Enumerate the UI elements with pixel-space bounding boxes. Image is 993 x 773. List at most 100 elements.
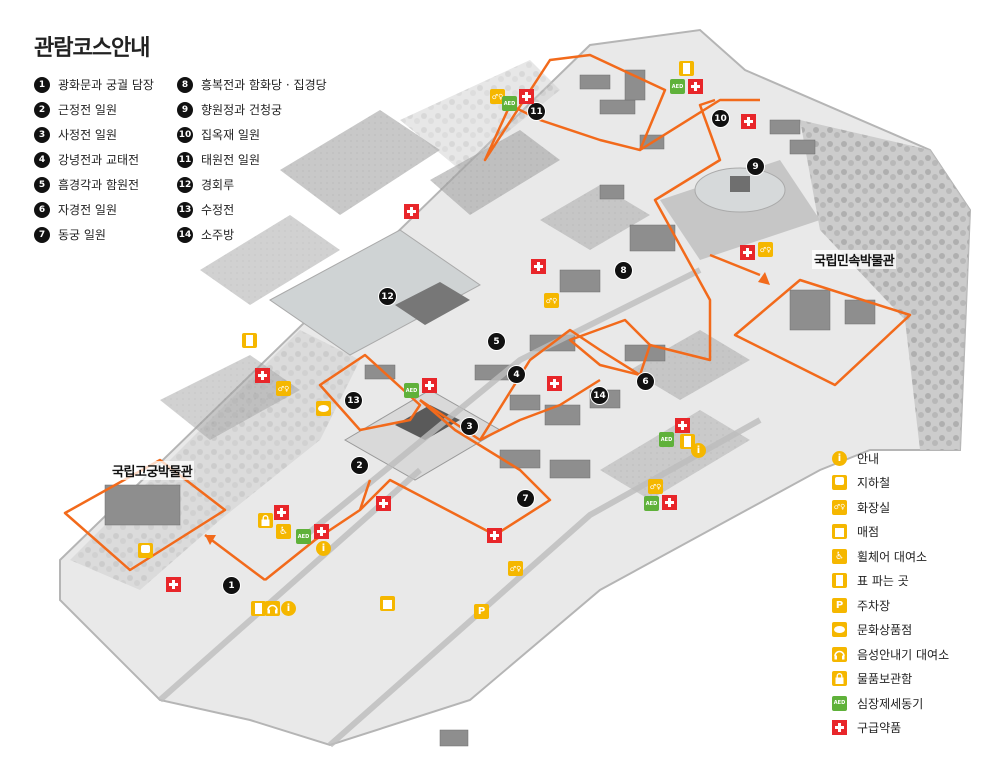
restroom-icon[interactable]: ♂♀ xyxy=(490,89,505,104)
legend-item: 매점 xyxy=(832,520,982,545)
route-to-folk xyxy=(649,98,722,362)
aed-icon[interactable]: AED xyxy=(659,432,674,447)
legend-label: 휠체어 대여소 xyxy=(857,549,928,564)
building-heungbok-2 xyxy=(629,224,676,252)
palace-museum-label[interactable]: 국립고궁박물관 xyxy=(110,461,195,480)
locker-icon[interactable] xyxy=(258,513,273,528)
map-marker-14[interactable]: 14 xyxy=(590,386,609,405)
building-folk-museum-2 xyxy=(844,299,876,325)
wheelchair-icon[interactable]: ♿ xyxy=(276,524,291,539)
first-aid-icon[interactable] xyxy=(376,496,391,511)
building-taewonjeon-1 xyxy=(579,74,611,90)
geunjeongjeon-hall xyxy=(395,405,460,440)
first-aid-icon[interactable] xyxy=(740,245,755,260)
parking-icon[interactable]: P xyxy=(474,604,489,619)
legend-label: 문화상품점 xyxy=(857,623,913,638)
first-aid-icon[interactable] xyxy=(688,79,703,94)
map-marker-8[interactable]: 8 xyxy=(614,261,633,280)
restroom-icon[interactable]: ♂♀ xyxy=(544,293,559,308)
aed-icon[interactable]: AED xyxy=(296,529,311,544)
aed-icon[interactable]: AED xyxy=(670,79,685,94)
aed-glyph: AED xyxy=(297,533,310,540)
aed-glyph: AED xyxy=(405,387,418,394)
lawn-3 xyxy=(430,130,560,215)
gift-shop-icon[interactable] xyxy=(316,401,331,416)
aed-icon[interactable]: AED xyxy=(404,383,419,398)
route-heungbok xyxy=(568,318,652,377)
restroom-icon[interactable]: ♂♀ xyxy=(276,381,291,396)
course-label: 흥복전과 함화당 · 집경당 xyxy=(201,78,327,92)
map-marker-6[interactable]: 6 xyxy=(636,372,655,391)
first-aid-icon[interactable] xyxy=(255,368,270,383)
shop-icon[interactable] xyxy=(380,596,395,611)
map-marker-7[interactable]: 7 xyxy=(516,489,535,508)
map-marker-4[interactable]: 4 xyxy=(507,365,526,384)
shop-icon xyxy=(832,524,847,540)
subway-icon[interactable] xyxy=(138,543,153,558)
ticket-icon[interactable] xyxy=(251,601,266,616)
course-number: 4 xyxy=(34,151,50,168)
legend-item: 지하철 xyxy=(832,471,982,496)
info-icon[interactable]: i xyxy=(281,601,296,616)
aed-icon[interactable]: AED xyxy=(502,96,517,111)
folk-museum-label[interactable]: 국립민속박물관 xyxy=(812,250,897,269)
first-aid-icon[interactable] xyxy=(314,524,329,539)
course-number: 10 xyxy=(177,126,193,143)
ticket-icon[interactable] xyxy=(679,61,694,76)
map-marker-3[interactable]: 3 xyxy=(460,417,479,436)
info-glyph: i xyxy=(696,445,701,456)
map-marker-13[interactable]: 13 xyxy=(344,391,363,410)
route-arrow-folk xyxy=(758,272,770,285)
course-label: 태원전 일원 xyxy=(201,153,261,167)
map-marker-1[interactable]: 1 xyxy=(222,576,241,595)
first-aid-icon[interactable] xyxy=(166,577,181,592)
map-marker-5[interactable]: 5 xyxy=(487,332,506,351)
first-aid-icon[interactable] xyxy=(404,204,419,219)
first-aid-icon[interactable] xyxy=(274,505,289,520)
building-donggung-2 xyxy=(549,459,591,479)
info-icon[interactable]: i xyxy=(316,541,331,556)
map-marker-9[interactable]: 9 xyxy=(746,157,765,176)
east-woods xyxy=(800,120,970,450)
ticket-icon[interactable] xyxy=(680,434,695,449)
first-aid-icon[interactable] xyxy=(547,376,562,391)
parking-glyph: P xyxy=(835,599,844,611)
first-aid-icon[interactable] xyxy=(487,528,502,543)
map-marker-2[interactable]: 2 xyxy=(350,456,369,475)
restroom-icon[interactable]: ♂♀ xyxy=(508,561,523,576)
audio-guide-icon[interactable] xyxy=(265,601,280,616)
info-glyph: i xyxy=(837,452,842,464)
gyeonghoeru-pond xyxy=(269,229,481,356)
restroom-icon[interactable]: ♂♀ xyxy=(648,479,663,494)
ticket-icon[interactable] xyxy=(242,333,257,348)
info-icon[interactable]: i xyxy=(691,443,706,458)
map-marker-10[interactable]: 10 xyxy=(711,109,730,128)
info-glyph: i xyxy=(321,543,326,554)
course-number: 12 xyxy=(177,176,193,193)
map-marker-11[interactable]: 11 xyxy=(527,102,546,121)
first-aid-icon[interactable] xyxy=(531,259,546,274)
first-aid-icon[interactable] xyxy=(741,114,756,129)
first-aid-icon[interactable] xyxy=(662,495,677,510)
restroom-icon[interactable]: ♂♀ xyxy=(758,242,773,257)
ticket-icon xyxy=(832,573,847,589)
aed-icon[interactable]: AED xyxy=(644,496,659,511)
map-marker-12[interactable]: 12 xyxy=(378,287,397,306)
first-aid-icon[interactable] xyxy=(519,89,534,104)
first-aid-icon[interactable] xyxy=(675,418,690,433)
first-aid-icon[interactable] xyxy=(422,378,437,393)
